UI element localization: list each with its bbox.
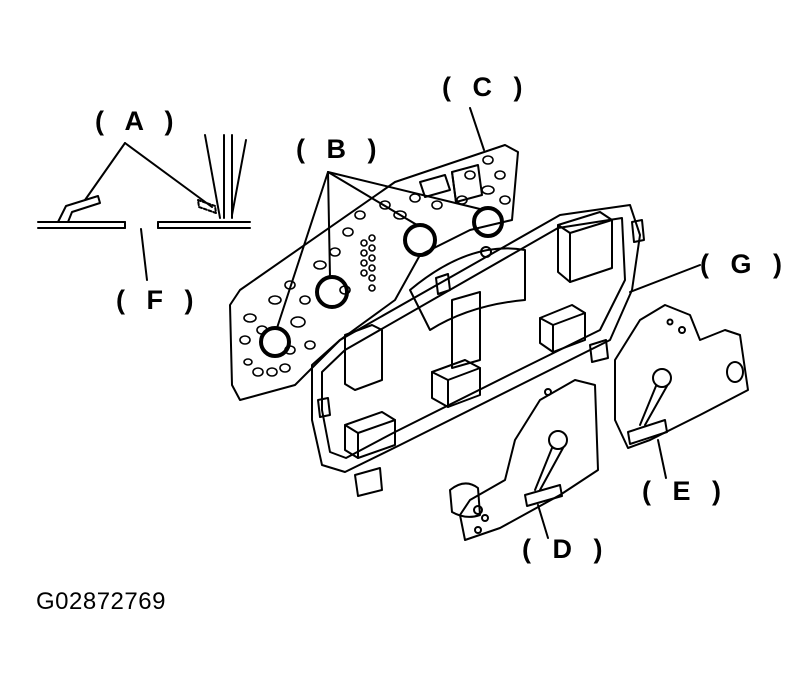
leader-line-g (629, 264, 701, 293)
label-a: ( A ) (95, 106, 181, 136)
leader-line-f (140, 228, 148, 281)
leader-line-c (469, 107, 485, 151)
leader-lines-a (84, 142, 213, 208)
printed-circuit-board (229, 144, 519, 401)
label-c: ( C ) (442, 72, 530, 102)
socket-detail-inset (37, 134, 251, 229)
label-b: ( B ) (296, 134, 384, 164)
cluster-case (311, 204, 645, 497)
label-f: ( F ) (116, 285, 201, 315)
label-e: ( E ) (642, 476, 728, 506)
label-d: ( D ) (522, 534, 610, 564)
leader-lines-b (276, 171, 481, 329)
led-column (360, 234, 376, 292)
gauge-plate-e (614, 304, 749, 449)
bulb-sockets (259, 206, 504, 358)
figure-id: G02872769 (36, 588, 166, 615)
leader-line-d (537, 504, 549, 539)
label-g: ( G ) (700, 249, 789, 279)
leader-line-e (657, 439, 667, 479)
gauge-plate-d (449, 379, 599, 541)
